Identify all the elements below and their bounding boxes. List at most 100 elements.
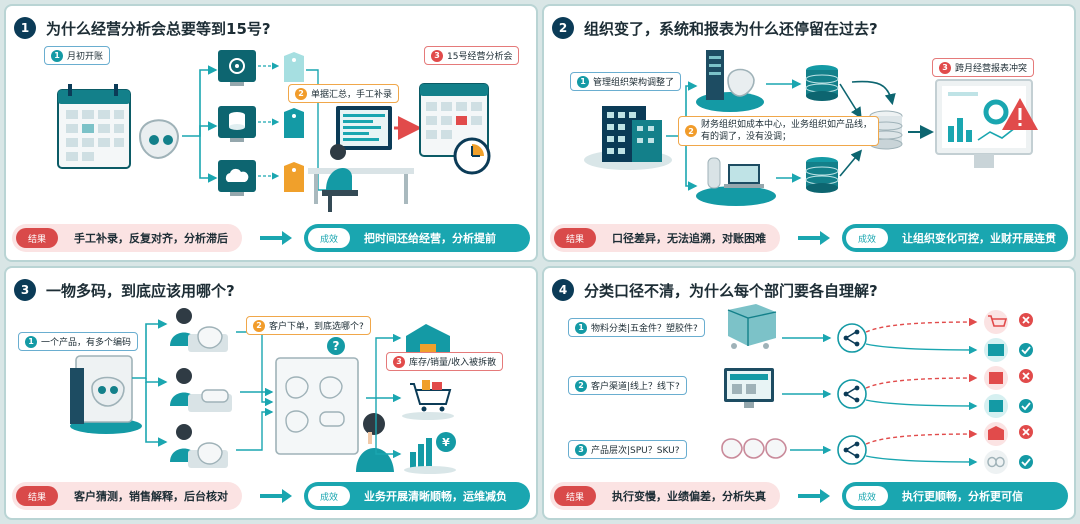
cloud-icon <box>218 160 256 196</box>
result-badge: 结果 <box>554 228 596 248</box>
yuan-sign-text: ¥ <box>442 436 450 449</box>
panel-1-header: 1 为什么经营分析会总要等到15号? <box>14 15 271 41</box>
cross-icon <box>1019 313 1033 439</box>
panel-3-label-c: 3 库存/销量/收入被拆散 <box>386 352 504 371</box>
label-number: 1 <box>25 335 37 348</box>
calendar-clock-icon <box>419 83 491 175</box>
panel-3-header: 3 一物多码，到底应该用哪个? <box>14 277 235 303</box>
panel-1-outcome-bar: 结果 手工补录，反复对齐，分析滞后 成效 把时间还给经营，分析提前 <box>12 224 530 252</box>
arrow-right-icon <box>798 489 830 503</box>
result-text: 手工补录，反复对齐，分析滞后 <box>74 232 228 245</box>
panel-2-result: 结果 口径差异，无法追溯，对账困难 <box>550 224 780 252</box>
product-device-icon <box>138 119 180 160</box>
panel-2-outcome-bar: 结果 口径差异，无法追溯，对账困难 成效 让组织变化可控，业财开展连贯 <box>550 224 1068 252</box>
label-text: 一个产品，有多个编码 <box>41 338 132 348</box>
panel-3: 3 一物多码，到底应该用哪个? <box>4 266 538 520</box>
panel-4-header: 4 分类口径不清，为什么每个部门要各自理解? <box>552 277 878 303</box>
question-icon: ? <box>327 337 345 355</box>
result-badge: 结果 <box>16 486 58 506</box>
panel-1-label-b: 2 单据汇总，手工补录 <box>288 84 400 103</box>
database-icon <box>805 65 903 193</box>
server-icon <box>696 50 764 112</box>
label-text: 月初开账 <box>67 52 104 62</box>
question-mark-text: ? <box>333 339 340 353</box>
panel-1: 1 为什么经营分析会总要等到15号? <box>4 4 538 262</box>
label-text: 产品层次|SPU？SKU? <box>591 446 680 456</box>
label-text-block: 财务组织如成本中心，业务组织如产品线， 有的调了，没有没调； <box>701 119 872 143</box>
arrow-right-icon <box>260 489 292 503</box>
label-text: 有的调了，没有没调； <box>701 132 792 142</box>
effect-badge: 成效 <box>308 486 350 506</box>
panel-3-title: 一物多码，到底应该用哪个? <box>46 281 235 300</box>
office-worker-icon <box>308 106 414 212</box>
label-number: 3 <box>431 49 443 62</box>
panel-4-result: 结果 执行变慢，业绩偏差，分析失真 <box>550 482 780 510</box>
effect-text: 业务开展清晰顺畅，运维减负 <box>364 490 507 503</box>
panel-1-effect: 成效 把时间还给经营，分析提前 <box>304 224 530 252</box>
laptop-icon <box>696 157 776 206</box>
panel-2-label-b: 2 财务组织如成本中心，业务组织如产品线， 有的调了，没有没调； <box>678 116 880 146</box>
panel-1-number: 1 <box>14 17 36 39</box>
arrow-right-icon <box>798 231 830 245</box>
label-number: 3 <box>575 443 587 456</box>
panel-2-label-c: 3 跨月经营报表冲突 <box>932 58 1035 77</box>
result-text: 客户猜测，销售解释，后台核对 <box>74 490 228 503</box>
result-badge: 结果 <box>554 486 596 506</box>
label-text: 客户渠道|线上？线下? <box>591 382 680 392</box>
label-text: 库存/销量/收入被拆散 <box>409 358 497 368</box>
panel-4-number: 4 <box>552 279 574 301</box>
panel-4-outcome-bar: 结果 执行变慢，业绩偏差，分析失真 成效 执行更顺畅，分析更可信 <box>550 482 1068 510</box>
panel-3-effect: 成效 业务开展清晰顺畅，运维减负 <box>304 482 530 510</box>
label-number: 3 <box>393 355 405 368</box>
panel-3-number: 3 <box>14 279 36 301</box>
panel-2-number: 2 <box>552 17 574 39</box>
check-icon <box>1019 343 1033 469</box>
label-number: 1 <box>575 321 587 334</box>
product-catalog-screen <box>275 357 359 455</box>
panel-4-label-a: 1 物料分类|五金件？塑胶件? <box>568 318 705 337</box>
panel-4: 4 分类口径不清，为什么每个部门要各自理解? <box>542 266 1076 520</box>
dashboard-monitor-icon <box>935 79 1033 168</box>
panel-3-label-b: 2 客户下单，到底选哪个? <box>246 316 371 335</box>
box-icon <box>727 304 777 349</box>
label-number: 1 <box>577 75 589 88</box>
effect-text: 把时间还给经营，分析提前 <box>364 232 496 245</box>
storefront-screen-icon <box>724 368 774 408</box>
building-icon <box>584 106 672 170</box>
label-text: 物料分类|五金件？塑胶件? <box>591 324 698 334</box>
panel-2-effect: 成效 让组织变化可控，业财开展连贯 <box>842 224 1068 252</box>
label-text: 财务组织如成本中心，业务组织如产品线， <box>701 120 873 130</box>
share-icon <box>837 323 867 465</box>
label-number: 1 <box>51 49 63 62</box>
label-text: 单据汇总，手工补录 <box>311 90 393 100</box>
panel-1-illustration <box>57 50 491 212</box>
result-text: 执行变慢，业绩偏差，分析失真 <box>612 490 766 503</box>
effect-text: 让组织变化可控，业财开展连贯 <box>902 232 1056 245</box>
panel-1-label-a: 1 月初开账 <box>44 46 111 65</box>
panel-4-label-c: 3 产品层次|SPU？SKU? <box>568 440 687 459</box>
effect-text: 执行更顺畅，分析更可信 <box>902 490 1023 503</box>
panel-4-illustration <box>721 304 1033 474</box>
result-badge: 结果 <box>16 228 58 248</box>
label-text: 管理组织架构调整了 <box>593 78 675 88</box>
panel-4-title: 分类口径不清，为什么每个部门要各自理解? <box>584 281 878 300</box>
panel-2-title: 组织变了，系统和报表为什么还停留在过去? <box>584 19 878 38</box>
label-number: 2 <box>253 319 265 332</box>
label-text: 15号经营分析会 <box>447 52 513 62</box>
panel-1-label-c: 3 15号经营分析会 <box>424 46 520 65</box>
panel-3-illustration: ? <box>70 308 456 474</box>
panel-3-result: 结果 客户猜测，销售解释，后台核对 <box>12 482 242 510</box>
panel-3-outcome-bar: 结果 客户猜测，销售解释，后台核对 成效 业务开展清晰顺畅，运维减负 <box>12 482 530 510</box>
panel-2-label-a: 1 管理组织架构调整了 <box>570 72 682 91</box>
panel-2-illustration <box>584 50 1038 206</box>
arrow-right-icon <box>260 231 292 245</box>
customer-person-icon <box>170 308 232 468</box>
panel-4-effect: 成效 执行更顺畅，分析更可信 <box>842 482 1068 510</box>
cart-icon <box>402 380 454 420</box>
calendar-icon <box>57 84 131 169</box>
coin-chart-icon: ¥ <box>404 432 456 474</box>
panel-2-header: 2 组织变了，系统和报表为什么还停留在过去? <box>552 15 878 41</box>
product-variants-icon <box>721 438 787 459</box>
label-number: 2 <box>575 379 587 392</box>
